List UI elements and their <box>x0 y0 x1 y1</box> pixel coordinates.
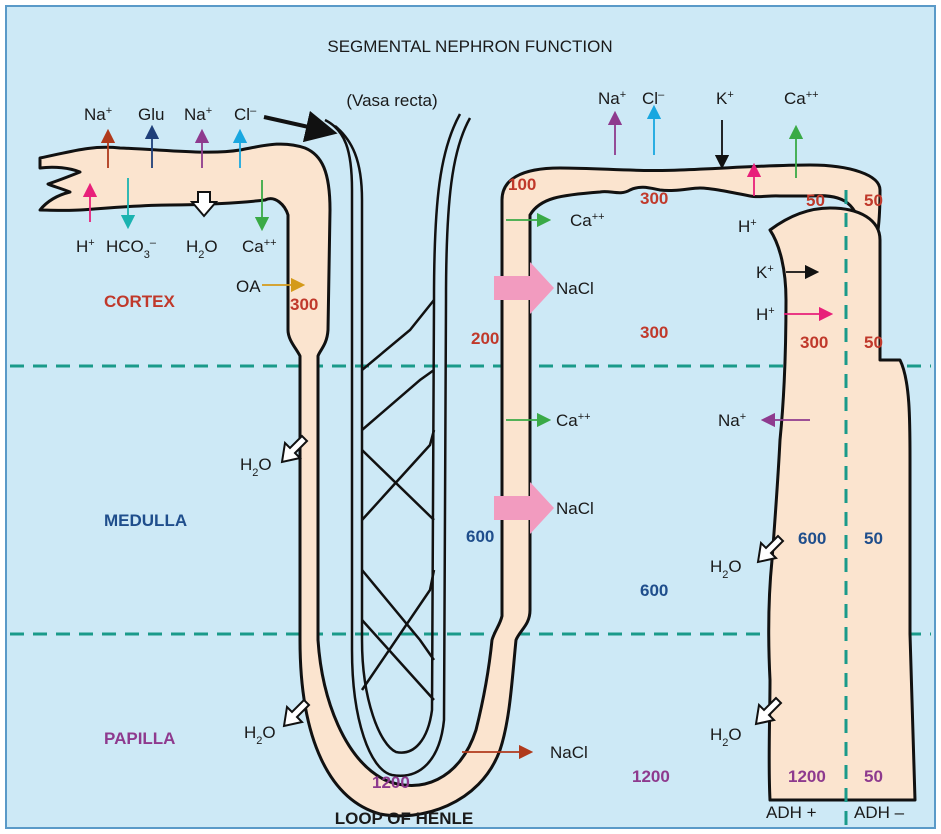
label-nacl-papilla: NaCl <box>550 743 588 762</box>
label-oa: OA <box>236 277 261 296</box>
osm-ascending-600: 600 <box>466 527 494 546</box>
label-nacl-1: NaCl <box>556 279 594 298</box>
label-adh-minus: ADH – <box>854 803 905 822</box>
label-nacl-2: NaCl <box>556 499 594 518</box>
osm-loop-1200: 1200 <box>372 773 410 792</box>
osm-cd-top-adh-minus: 50 <box>864 191 883 210</box>
osm-cd-cortex-adh-minus: 50 <box>864 333 883 352</box>
osm-ascending-200: 200 <box>471 329 499 348</box>
region-medulla: MEDULLA <box>104 511 187 530</box>
osm-cd-medulla-adh-minus: 50 <box>864 529 883 548</box>
region-papilla: PAPILLA <box>104 729 175 748</box>
vasa-recta-label: (Vasa recta) <box>346 91 437 110</box>
osm-distal-300: 300 <box>640 189 668 208</box>
osm-cd-medulla-adh-plus: 600 <box>798 529 826 548</box>
osm-cortex-interstitium: 300 <box>640 323 668 342</box>
osm-ascending-100: 100 <box>508 175 536 194</box>
osm-cd-papilla-adh-plus: 1200 <box>788 767 826 786</box>
osm-cd-papilla-adh-minus: 50 <box>864 767 883 786</box>
osm-proximal: 300 <box>290 295 318 314</box>
osm-cd-cortex-adh-plus: 300 <box>800 333 828 352</box>
label-adh-plus: ADH + <box>766 803 817 822</box>
loop-of-henle-caption: LOOP OF HENLE <box>335 809 474 828</box>
region-cortex: CORTEX <box>104 292 176 311</box>
label-glu: Glu <box>138 105 164 124</box>
osm-cd-top-adh-plus: 50 <box>806 191 825 210</box>
osm-medulla-interstitium: 600 <box>640 581 668 600</box>
osm-papilla-interstitium: 1200 <box>632 767 670 786</box>
diagram-title: SEGMENTAL NEPHRON FUNCTION <box>327 37 612 56</box>
